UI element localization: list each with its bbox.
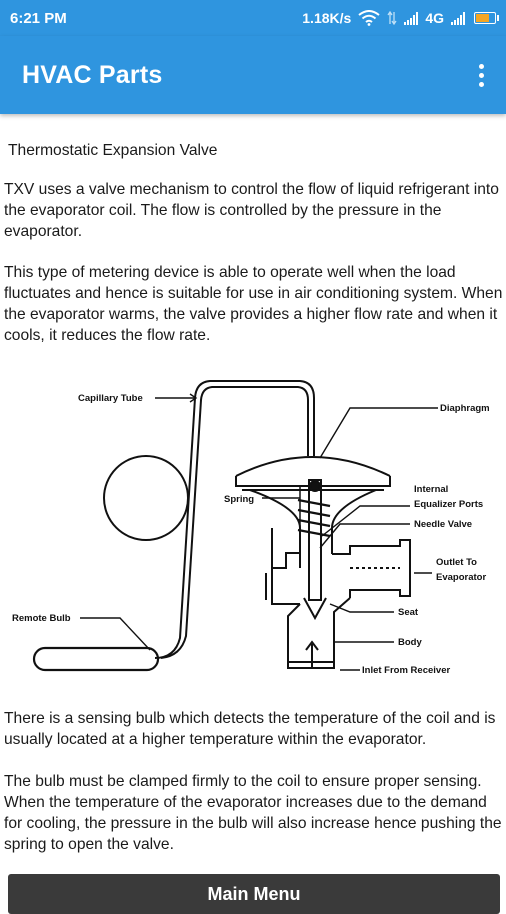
- status-bar: 6:21 PM 1.18K/s 4G: [0, 0, 506, 36]
- label-seat: Seat: [398, 607, 419, 618]
- label-spring: Spring: [224, 494, 254, 505]
- txv-diagram: Capillary Tube Diaphragm Spring Internal…: [12, 380, 490, 676]
- app-bar: HVAC Parts: [0, 36, 506, 114]
- status-time: 6:21 PM: [10, 9, 67, 27]
- label-body: Body: [398, 637, 422, 648]
- main-menu-button[interactable]: Main Menu: [8, 874, 500, 914]
- label-inlet: Inlet From Receiver: [362, 665, 450, 676]
- overflow-menu-icon[interactable]: [473, 58, 490, 93]
- label-internal: Internal: [414, 484, 448, 495]
- label-remote-bulb: Remote Bulb: [12, 613, 71, 624]
- data-arrows-icon: [387, 11, 397, 25]
- label-equalizer-ports: Equalizer Ports: [414, 499, 483, 510]
- app-title: HVAC Parts: [22, 60, 163, 89]
- signal-icon: [451, 11, 465, 25]
- battery-icon: [474, 12, 499, 24]
- label-needle-valve: Needle Valve: [414, 519, 472, 530]
- status-icons: 1.18K/s 4G: [302, 10, 499, 26]
- label-capillary-tube: Capillary Tube: [78, 393, 143, 404]
- wifi-icon: [358, 10, 380, 26]
- signal-icon: [404, 11, 419, 25]
- article-paragraph: There is a sensing bulb which detects th…: [4, 709, 496, 748]
- network-speed: 1.18K/s: [302, 10, 352, 26]
- label-diaphragm: Diaphragm: [440, 403, 490, 414]
- article-paragraph: The bulb must be clamped firmly to the c…: [4, 772, 502, 853]
- article-paragraph: This type of metering device is able to …: [4, 264, 503, 344]
- label-evaporator: Evaporator: [436, 572, 486, 583]
- article-bottom: There is a sensing bulb which detects th…: [4, 692, 504, 870]
- article-top: Thermostatic Expansion Valve TXV uses a …: [4, 140, 504, 346]
- label-outlet-to: Outlet To: [436, 557, 477, 568]
- network-type: 4G: [425, 10, 444, 26]
- article-heading: Thermostatic Expansion Valve: [8, 142, 218, 159]
- article-paragraph: TXV uses a valve mechanism to control th…: [4, 181, 499, 240]
